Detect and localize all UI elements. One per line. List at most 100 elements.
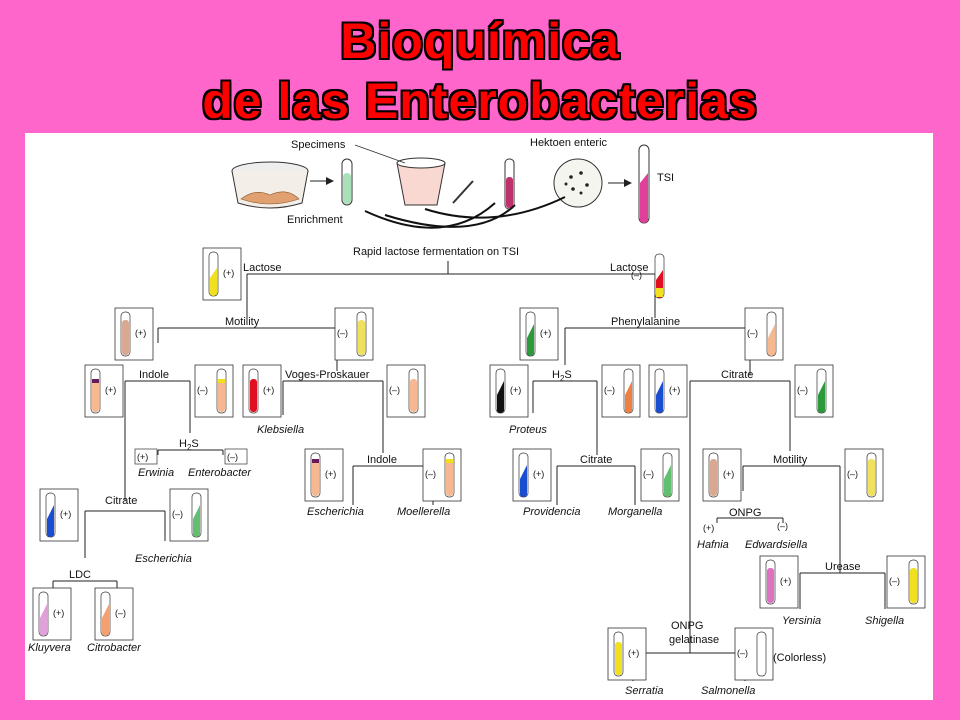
sign: (–): [889, 576, 900, 586]
test-tubes: (+) (–) (+) (–) (+): [32, 247, 926, 681]
diagram-panel: Specimens Enrichment Hektoen enteric TSI: [25, 133, 933, 700]
test-labels: Rapid lactose fermentation on TSI Lactos…: [69, 246, 860, 664]
sign: (+): [533, 469, 544, 479]
sign: (+): [510, 385, 521, 395]
tube-voges-pos: (+): [242, 364, 282, 418]
title-line-1: Bioquímica: [340, 13, 620, 69]
tube-indole2-pos: (+): [304, 448, 344, 502]
sign: (+): [135, 328, 146, 338]
onpg-label-1: ONPG: [729, 507, 761, 519]
citrate-label-2: Citrate: [580, 454, 612, 466]
tsi-label: TSI: [657, 172, 674, 184]
specimens-label: Specimens: [291, 139, 346, 151]
tube-citrate-neg: (–): [794, 364, 834, 418]
tube-motility2-neg: (–): [844, 448, 884, 502]
tube-motility2-pos: (+): [702, 448, 742, 502]
organism-escherichia-2: Escherichia: [135, 553, 192, 565]
sign: (–): [389, 385, 400, 395]
sign: (–): [197, 385, 208, 395]
tube-h2s-pos: (+): [489, 364, 529, 418]
enterobacteria-flowchart: Specimens Enrichment Hektoen enteric TSI: [28, 137, 926, 697]
organism-erwinia: Erwinia: [138, 467, 174, 479]
title-line-2: de las Enterobacterias: [202, 73, 758, 129]
organism-morganella: Morganella: [608, 506, 662, 518]
tube-citrate3-neg: (–): [169, 488, 209, 542]
tree-lines: [52, 261, 886, 681]
ldc-label: LDC: [69, 569, 91, 581]
tube-onpg-pos: (+): [607, 627, 647, 681]
organism-yersinia: Yersinia: [782, 615, 821, 627]
erwinia-enterobacter-signs: (+) (–) (+) (–): [134, 448, 788, 533]
sign: (+): [780, 576, 791, 586]
sign: (–): [172, 509, 183, 519]
sign: (+): [263, 385, 274, 395]
rapid-lactose-label: Rapid lactose fermentation on TSI: [353, 246, 519, 258]
tube-motility-neg: (–): [334, 307, 374, 361]
tube-urease-neg: (–): [886, 555, 926, 609]
tube-phenylalanine-pos: (+): [519, 307, 559, 361]
motility-label-2: Motility: [773, 454, 808, 466]
organism-shigella: Shigella: [865, 615, 904, 627]
tube-citrate3-pos: (+): [39, 488, 79, 542]
sign: (–): [737, 648, 748, 658]
tube-indole2-neg: (–): [422, 448, 462, 502]
tube-onpg-neg: (–): [734, 627, 774, 681]
citrate-label-3: Citrate: [105, 495, 137, 507]
sign: (–): [425, 469, 436, 479]
organism-kluyvera: Kluyvera: [28, 642, 71, 654]
sign: (+): [137, 452, 148, 462]
tube-citrate-pos: (+): [648, 364, 688, 418]
isolation-workflow: Specimens Enrichment Hektoen enteric TSI: [231, 137, 674, 229]
sign: (–): [227, 452, 238, 462]
tube-ldc-neg: (–): [94, 587, 134, 641]
organism-escherichia: Escherichia: [307, 506, 364, 518]
phenylalanine-label: Phenylalanine: [611, 316, 680, 328]
sign: (+): [53, 608, 64, 618]
specimen-cup-icon: [396, 162, 446, 206]
tube-urease-pos: (+): [759, 555, 799, 609]
sign: (–): [631, 270, 642, 280]
sign: (+): [703, 523, 714, 533]
sign: (–): [847, 469, 858, 479]
sign: (+): [628, 648, 639, 658]
citrate-label-1: Citrate: [721, 369, 753, 381]
lactose-left-label: Lactose: [243, 262, 282, 274]
hektoen-plate-icon: [553, 158, 603, 208]
sign: (–): [337, 328, 348, 338]
organism-edwardsiella: Edwardsiella: [745, 539, 807, 551]
gelatinase-label: gelatinase: [669, 634, 719, 646]
sign: (–): [747, 328, 758, 338]
tube-citrate2-pos: (+): [512, 448, 552, 502]
onpg-label-2: ONPG: [671, 620, 703, 632]
tube-indole-neg: (–): [194, 364, 234, 418]
enrichment-label: Enrichment: [287, 214, 343, 226]
organism-serratia: Serratia: [625, 685, 664, 697]
sign: (+): [105, 385, 116, 395]
organism-citrobacter: Citrobacter: [87, 642, 142, 654]
organism-hafnia: Hafnia: [697, 539, 729, 551]
voges-label: Voges-Proskauer: [285, 369, 370, 381]
organism-moellerella: Moellerella: [397, 506, 450, 518]
sign: (+): [223, 268, 234, 278]
organism-salmonella: Salmonella: [701, 685, 755, 697]
tube-voges-neg: (–): [386, 364, 426, 418]
tube-citrate2-neg: (–): [640, 448, 680, 502]
organism-providencia: Providencia: [523, 506, 580, 518]
hektoen-label: Hektoen enteric: [530, 137, 608, 149]
tube-lactose-pos: (+): [202, 247, 242, 301]
sign: (–): [643, 469, 654, 479]
sign: (+): [723, 469, 734, 479]
lactose-right-label: Lactose: [610, 262, 649, 274]
h2s-label-a: H2S: [552, 369, 572, 383]
sign: (–): [604, 385, 615, 395]
urease-label: Urease: [825, 561, 860, 573]
colorless-label: (Colorless): [773, 652, 826, 664]
indole-label: Indole: [139, 369, 169, 381]
motility-label: Motility: [225, 316, 260, 328]
tube-lactose-neg: (–): [631, 253, 665, 299]
sign: (+): [540, 328, 551, 338]
tube-motility-pos: (+): [114, 307, 154, 361]
organism-enterobacter: Enterobacter: [188, 467, 252, 479]
tube-indole-pos: (+): [84, 364, 124, 418]
sign: (+): [60, 509, 71, 519]
